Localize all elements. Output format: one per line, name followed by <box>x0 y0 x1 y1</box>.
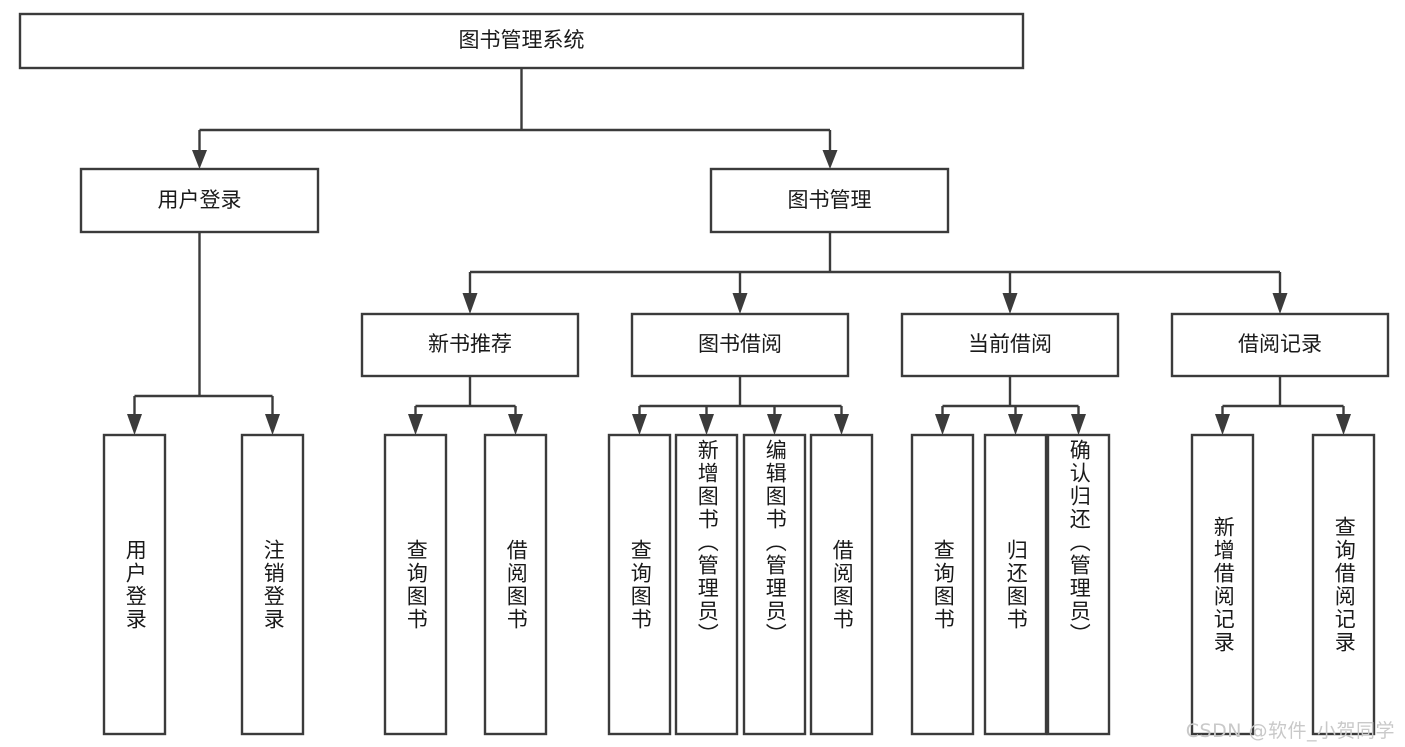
arrowhead-book-management <box>822 150 838 169</box>
box-leaf-borrow-book-recommend[interactable] <box>483 433 548 736</box>
box-leaf-confirm-return-admin[interactable] <box>1046 433 1111 736</box>
connector-layer <box>127 68 1351 435</box>
box-leaf-add-book-admin[interactable] <box>674 433 739 736</box>
arrowhead-current-borrow <box>1002 293 1018 314</box>
arrowhead-leaf-query-book-borrow <box>632 414 647 435</box>
box-leaf-query-borrow-record[interactable] <box>1311 433 1376 736</box>
arrowhead-leaf-add-borrow-record <box>1215 414 1230 435</box>
box-leaf-user-login[interactable] <box>102 433 167 736</box>
box-book-borrow[interactable] <box>630 312 850 378</box>
arrowhead-leaf-edit-book-admin <box>767 414 782 435</box>
box-leaf-edit-book-admin[interactable] <box>742 433 807 736</box>
box-leaf-return-book[interactable] <box>983 433 1048 736</box>
box-layer <box>18 12 1390 736</box>
box-new-book-recommend[interactable] <box>360 312 580 378</box>
box-book-management[interactable] <box>709 167 950 234</box>
arrowhead-leaf-add-book-admin <box>699 414 714 435</box>
arrowhead-leaf-borrow-book-recommend <box>508 414 523 435</box>
arrowhead-leaf-user-login <box>127 414 142 435</box>
box-user-login[interactable] <box>79 167 320 234</box>
box-current-borrow[interactable] <box>900 312 1120 378</box>
arrowhead-leaf-query-book-current <box>935 414 950 435</box>
box-leaf-query-book-current[interactable] <box>910 433 975 736</box>
arrowhead-user-login <box>192 150 207 169</box>
box-leaf-query-book-borrow[interactable] <box>607 433 672 736</box>
arrowhead-leaf-logout <box>265 414 280 435</box>
box-leaf-logout[interactable] <box>240 433 305 736</box>
box-leaf-borrow-book[interactable] <box>809 433 874 736</box>
box-leaf-query-book-recommend[interactable] <box>383 433 448 736</box>
arrowhead-new-book-recommend <box>462 293 478 314</box>
arrowhead-leaf-query-borrow-record <box>1336 414 1351 435</box>
arrowhead-borrow-record <box>1272 293 1288 314</box>
box-borrow-record[interactable] <box>1170 312 1390 378</box>
arrowhead-leaf-query-book-recommend <box>408 414 423 435</box>
arrowhead-leaf-confirm-return-admin <box>1071 414 1086 435</box>
arrowhead-leaf-borrow-book <box>834 414 849 435</box>
watermark: CSDN @软件_小贺同学 <box>1185 720 1395 742</box>
box-root[interactable] <box>18 12 1025 70</box>
arrowhead-book-borrow <box>732 293 748 314</box>
box-leaf-add-borrow-record[interactable] <box>1190 433 1255 736</box>
arrowhead-leaf-return-book <box>1008 414 1023 435</box>
